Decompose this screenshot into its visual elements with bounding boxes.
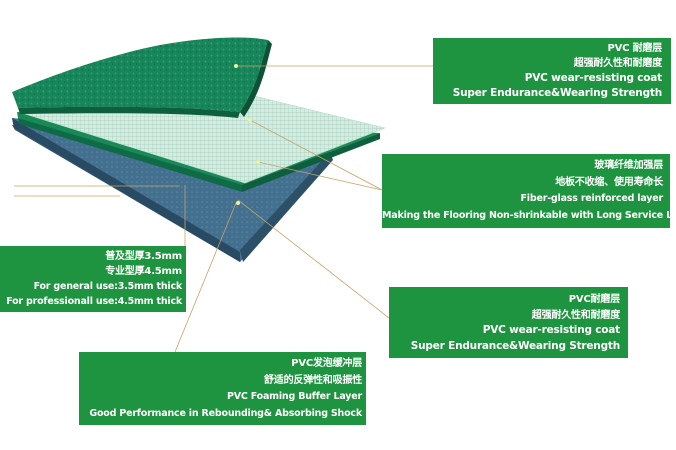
- callout-line: Good Performance in Rebounding& Absorbin…: [89, 407, 362, 419]
- callout-line: Super Endurance&Wearing Strength: [452, 86, 662, 99]
- callout-line: 专业型厚4.5mm: [105, 266, 182, 277]
- callout-line: PVC发泡缓冲层: [291, 358, 362, 369]
- callout-line: 普及型厚3.5mm: [105, 251, 182, 262]
- callout-wear-layer-bottom: PVC耐磨层 超强耐久性和耐磨度 PVC wear-resisting coat…: [389, 287, 628, 358]
- callout-line: Making the Flooring Non-shrinkable with …: [382, 209, 676, 221]
- callout-fiberglass-layer: 玻璃纤维加强层 地板不收缩、使用寿命长 Fiber-glass reinforc…: [382, 154, 676, 228]
- leader-dots: [234, 64, 260, 205]
- callout-line: 超强耐久性和耐磨度: [531, 309, 620, 321]
- callout-line: Super Endurance&Wearing Strength: [410, 339, 620, 352]
- callout-line: Fiber-glass reinforced layer: [520, 193, 664, 204]
- callout-line: For professionall use:4.5mm thick: [6, 296, 182, 307]
- callout-line: PVC耐磨层: [568, 294, 620, 305]
- callout-line: 超强耐久性和耐磨度: [573, 57, 662, 69]
- callout-line: For general use:3.5mm thick: [33, 281, 183, 292]
- callout-line: 地板不收缩、使用寿命长: [555, 176, 663, 188]
- callout-foam-layer: PVC发泡缓冲层 舒适的反弹性和吸振性 PVC Foaming Buffer L…: [79, 352, 366, 425]
- callout-line: PVC 耐磨层: [607, 43, 663, 54]
- callout-line: 玻璃纤维加强层: [594, 160, 663, 171]
- top-wear-layer: [12, 37, 272, 118]
- callout-thickness: 普及型厚3.5mm 专业型厚4.5mm For general use:3.5m…: [0, 246, 186, 312]
- callout-line: PVC wear-resisting coat: [524, 72, 662, 84]
- callout-line: PVC wear-resisting coat: [482, 324, 620, 336]
- callout-line: PVC Foaming Buffer Layer: [226, 391, 362, 402]
- callout-wear-layer-top: PVC 耐磨层 超强耐久性和耐磨度 PVC wear-resisting coa…: [433, 38, 671, 104]
- callout-line: 舒适的反弹性和吸振性: [264, 374, 362, 386]
